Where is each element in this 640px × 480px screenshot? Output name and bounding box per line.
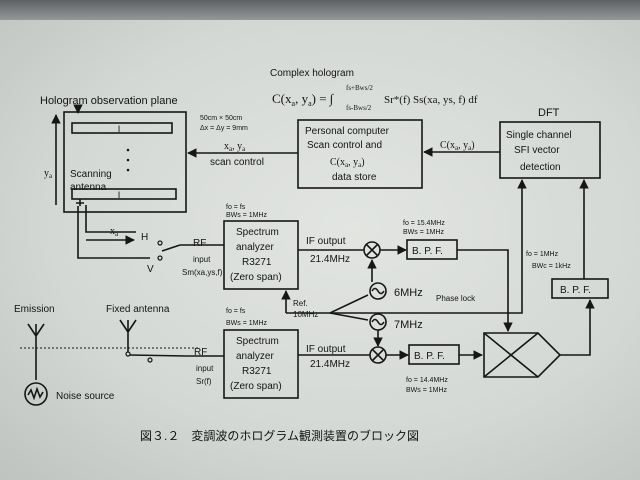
- svg-text:B. P. F.: B. P. F.: [412, 246, 443, 257]
- rf-input-top: input: [193, 255, 211, 264]
- pol-switch: [161, 244, 181, 252]
- noise-source-label: Noise source: [56, 391, 115, 402]
- svg-text:xa, ya: xa, ya: [224, 141, 246, 153]
- svg-text:C(xa, ya) = ∫: C(xa, ya) = ∫: [272, 91, 335, 108]
- svg-text:B. P. F.: B. P. F.: [414, 351, 445, 362]
- svg-text:R3271: R3271: [242, 257, 272, 268]
- eq-lhs-mid: , y: [295, 91, 309, 106]
- sa-top-bws: BWs = 1MHz: [226, 212, 268, 219]
- svg-text:(Zero span): (Zero span): [230, 272, 282, 283]
- eq-lower-limit: fs-Bws/2: [346, 104, 372, 112]
- svg-text:‖: ‖: [118, 124, 121, 134]
- svg-text:Ref.: Ref.: [293, 299, 308, 308]
- emission-label: Emission: [14, 304, 55, 315]
- cable-h: [85, 205, 136, 233]
- svg-text:fo = 1MHz: fo = 1MHz: [526, 251, 559, 258]
- svg-text:21.4MHz: 21.4MHz: [310, 359, 350, 370]
- figure-caption: 図３.２ 変調波のホログラム観測装置のブロック図: [140, 428, 419, 443]
- noise-source-icon: [24, 382, 48, 406]
- svg-text:R3271: R3271: [242, 366, 272, 377]
- mixer-to-bpf-right: [560, 299, 595, 356]
- obs-plane-label: Hologram observation plane: [40, 95, 178, 107]
- svg-text:(Zero span): (Zero span): [230, 381, 282, 392]
- obs-plane-box: [63, 111, 187, 213]
- svg-text:Spectrum: Spectrum: [236, 227, 279, 238]
- pol-v-label: V: [147, 264, 154, 275]
- svg-text:B. P. F.: B. P. F.: [560, 285, 591, 296]
- emission-antenna-icon: [27, 323, 45, 380]
- spectrum-analyzer-top: [223, 220, 299, 290]
- cable-v: [77, 206, 150, 259]
- eq-lhs-sub-a: a: [292, 99, 296, 108]
- svg-text:C(xa, ya): C(xa, ya): [440, 140, 475, 152]
- scan-row-bottom: [71, 188, 177, 200]
- svg-text:BWc = 1kHz: BWc = 1kHz: [532, 263, 571, 270]
- dft-line1: Single channel: [506, 130, 572, 141]
- rf-label-top: RF: [193, 238, 206, 249]
- rf-signal-top: Sm(xa,ys,f): [182, 268, 223, 277]
- svg-text:Sr(f): Sr(f): [196, 377, 212, 386]
- pol-h-label: H: [141, 232, 148, 243]
- svg-text:Phase lock: Phase lock: [436, 294, 476, 303]
- bpf-top-to-mixer: [457, 249, 513, 332]
- svg-text:21.4MHz: 21.4MHz: [310, 254, 350, 265]
- scan-control-label: scan control: [210, 157, 264, 168]
- svg-text:BWs = 1MHz: BWs = 1MHz: [403, 229, 445, 236]
- eq-lhs: C(x: [272, 91, 292, 106]
- computer-box: [297, 119, 423, 189]
- dft-line3: detection: [520, 162, 561, 173]
- computer-line2: Scan control and: [307, 140, 382, 151]
- svg-text:Spectrum: Spectrum: [236, 336, 279, 347]
- title: Complex hologram: [270, 68, 354, 79]
- sa-top-fo: fo = fs: [226, 204, 246, 211]
- dft-line2: SFI vector: [514, 145, 560, 156]
- obs-plane-size: 50cm × 50cm: [200, 115, 242, 122]
- antenna-label: antenna: [70, 182, 107, 193]
- svg-text:IF output: IF output: [306, 344, 346, 355]
- bpf-right: [551, 278, 609, 299]
- phase-lock-line: [330, 179, 527, 314]
- obs-plane-step: Δx = Δy = 9mm: [200, 125, 248, 132]
- svg-text:6MHz: 6MHz: [394, 287, 423, 299]
- eq-lhs-end: ) = ∫: [312, 91, 335, 107]
- hologram-equation: C(xa, ya) = ∫ fs+Bws/2 fs-Bws/2 Sr*(f) S…: [272, 84, 478, 112]
- svg-text:RF: RF: [194, 347, 207, 358]
- fixed-antenna-label: Fixed antenna: [106, 304, 170, 315]
- computer-line4: data store: [332, 172, 377, 183]
- spectrum-analyzer-bottom: [223, 329, 299, 399]
- svg-text:C(xa, ya): C(xa, ya): [330, 157, 365, 169]
- svg-text:IF output: IF output: [306, 236, 346, 247]
- oscillator-6mhz: [369, 282, 387, 300]
- svg-text:analyzer: analyzer: [236, 351, 274, 362]
- svg-text:analyzer: analyzer: [236, 242, 274, 253]
- probe-antenna-icon: [76, 199, 84, 206]
- sa-bottom-fo: fo = fs: [226, 308, 246, 315]
- sa-bottom-bws: BWs = 1MHz: [226, 320, 268, 327]
- dft-label: DFT: [538, 107, 560, 119]
- svg-text:input: input: [196, 364, 214, 373]
- y-axis-label: y: [44, 168, 49, 179]
- svg-text:BWs = 1MHz: BWs = 1MHz: [406, 387, 448, 394]
- svg-text:ya: ya: [44, 168, 53, 180]
- svg-text:fo = 14.4MHz: fo = 14.4MHz: [406, 377, 448, 384]
- svg-text:fo = 15.4MHz: fo = 15.4MHz: [403, 220, 445, 227]
- computer-line1: Personal computer: [305, 126, 390, 137]
- scan-row-top: [71, 122, 173, 134]
- eq-lhs-sub-b: a: [308, 99, 312, 108]
- final-mixer: [483, 332, 562, 378]
- svg-text:10MHz: 10MHz: [293, 310, 318, 319]
- dft-box: [499, 121, 601, 179]
- svg-text:‖: ‖: [118, 190, 121, 200]
- eq-integrand: Sr*(f) Ss(xa, ys, f) df: [384, 94, 478, 106]
- eq-upper-limit: fs+Bws/2: [346, 84, 373, 92]
- scanning-label: Scanning: [70, 169, 112, 180]
- svg-text:7MHz: 7MHz: [394, 319, 423, 331]
- fixed-antenna-icon: [119, 319, 137, 352]
